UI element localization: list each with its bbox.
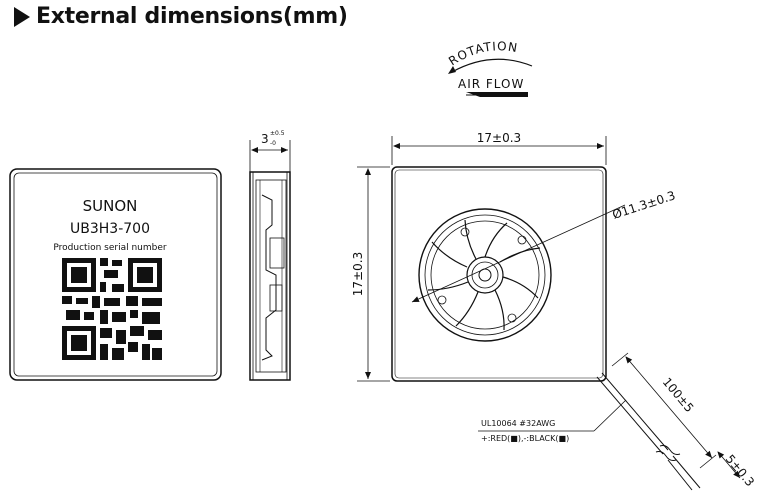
section-heading: External dimensions(mm) <box>14 4 348 29</box>
cable: 100±5 5±0.3 UL10064 #32AWG +:RED(■),-:BL… <box>478 352 757 491</box>
rotation-arrow <box>451 58 533 73</box>
model-label: UB3H3-700 <box>70 221 150 237</box>
diameter-value: Ø11.3±0.3 <box>611 188 677 221</box>
width-value: 17±0.3 <box>477 131 521 145</box>
cable-wires: +:RED(■),-:BLACK(■) <box>481 434 569 443</box>
section-title: External dimensions(mm) <box>36 4 348 29</box>
cable-length-value: 100±5 <box>660 375 697 415</box>
side-view: 3 ±0.5 -0 <box>249 130 291 381</box>
triangle-bullet-icon <box>14 6 30 27</box>
cable-spec: UL10064 #32AWG <box>481 419 555 428</box>
top-fan-view: 17±0.3 17±0.3 Ø11. <box>351 131 677 382</box>
strip-length-value: 5±0.3 <box>723 452 757 489</box>
thickness-tol-lower: -0 <box>270 140 276 147</box>
height-value: 17±0.3 <box>351 252 365 296</box>
serial-label: Production serial number <box>53 243 166 253</box>
rotation-label: ROTATION <box>446 39 519 68</box>
qr-code <box>62 258 162 360</box>
brand-label: SUNON <box>83 197 138 215</box>
airflow-arrow-icon <box>466 92 528 97</box>
rotation-arrowhead-icon <box>448 66 456 74</box>
thickness-tol-upper: ±0.5 <box>270 130 285 137</box>
front-label-view: SUNON UB3H3-700 Production serial number <box>9 168 222 381</box>
fan-impeller <box>418 208 552 342</box>
thickness-value: 3 <box>261 132 269 146</box>
airflow-label: AIR FLOW <box>458 77 524 91</box>
rotation-airflow-indicator: ROTATION AIR FLOW <box>446 39 533 97</box>
